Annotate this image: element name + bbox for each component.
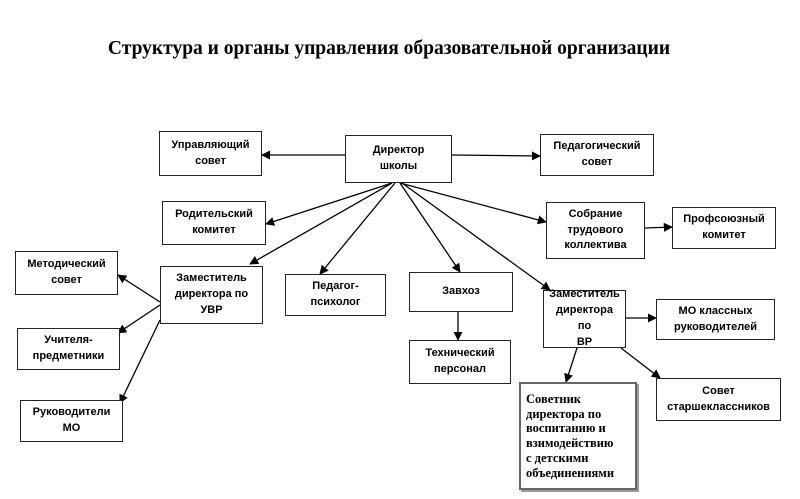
node-director: Директор школы	[345, 135, 452, 183]
node-mo-class-label: МО классных руководителей	[674, 304, 757, 333]
node-tech: Технический персонал	[409, 340, 511, 384]
node-psych: Педагог- психолог	[285, 274, 386, 316]
node-teachers-label: Учителя- предметники	[32, 334, 105, 362]
link-director-pedcouncil	[451, 151, 541, 161]
node-director-label: Директор школы	[372, 144, 425, 172]
node-parents-label: Родительский комитет	[175, 208, 253, 236]
node-union-label: Профсоюзный комитет	[683, 213, 765, 241]
link-vr-advisor	[564, 347, 578, 383]
node-method: Методический совет	[15, 251, 118, 295]
node-advisor: Советник директора по воспитанию и взимо…	[519, 382, 637, 490]
node-seniors: Совет старшеклассников	[656, 378, 781, 421]
node-supply-label: Завхоз	[442, 285, 480, 298]
node-board: Управляющий совет	[159, 131, 262, 176]
link-director-supply	[399, 182, 461, 273]
node-dep-vr-label: Заместитель директора по ВР	[549, 288, 620, 348]
node-board-label: Управляющий совет	[171, 138, 250, 167]
link-uvr-method	[117, 274, 161, 303]
node-seniors-label: Совет старшеклассников	[667, 384, 770, 413]
node-advisor-label: Советник директора по воспитанию и взимо…	[526, 391, 615, 480]
link-director-labour	[399, 182, 547, 225]
link-labour-union	[644, 222, 673, 232]
link-uvr-moheads	[119, 319, 161, 404]
link-director-vr	[401, 182, 551, 291]
node-union: Профсоюзный комитет	[672, 207, 776, 249]
node-parents: Родительский комитет	[162, 201, 266, 245]
link-vr-seniors	[620, 347, 661, 379]
node-tech-label: Технический персонал	[425, 347, 495, 375]
node-mo-class: МО классных руководителей	[656, 299, 775, 340]
node-mo-heads-label: Руководители МО	[32, 406, 111, 434]
node-method-label: Методический совет	[27, 258, 106, 286]
node-mo-heads: Руководители МО	[20, 400, 123, 442]
node-labour: Собрание трудового коллектива	[546, 202, 645, 259]
node-dep-uvr: Заместитель директора по УВР	[160, 266, 263, 324]
link-uvr-teachers	[117, 304, 161, 334]
node-teachers: Учителя- предметники	[17, 328, 120, 370]
node-dep-vr: Заместитель директора по ВР	[543, 288, 626, 348]
node-ped-council: Педагогический совет	[540, 134, 654, 176]
link-director-uvr	[249, 182, 393, 265]
node-ped-council-label: Педагогический совет	[553, 140, 641, 168]
link-director-psych	[319, 182, 396, 275]
node-labour-label: Собрание трудового коллектива	[564, 207, 627, 252]
page-title: Структура и органы управления образовате…	[107, 38, 671, 59]
link-director-parents	[265, 182, 393, 226]
node-psych-label: Педагог- психолог	[310, 280, 361, 308]
node-supply: Завхоз	[409, 272, 513, 312]
node-dep-uvr-label: Заместитель директора по УВР	[174, 272, 249, 316]
